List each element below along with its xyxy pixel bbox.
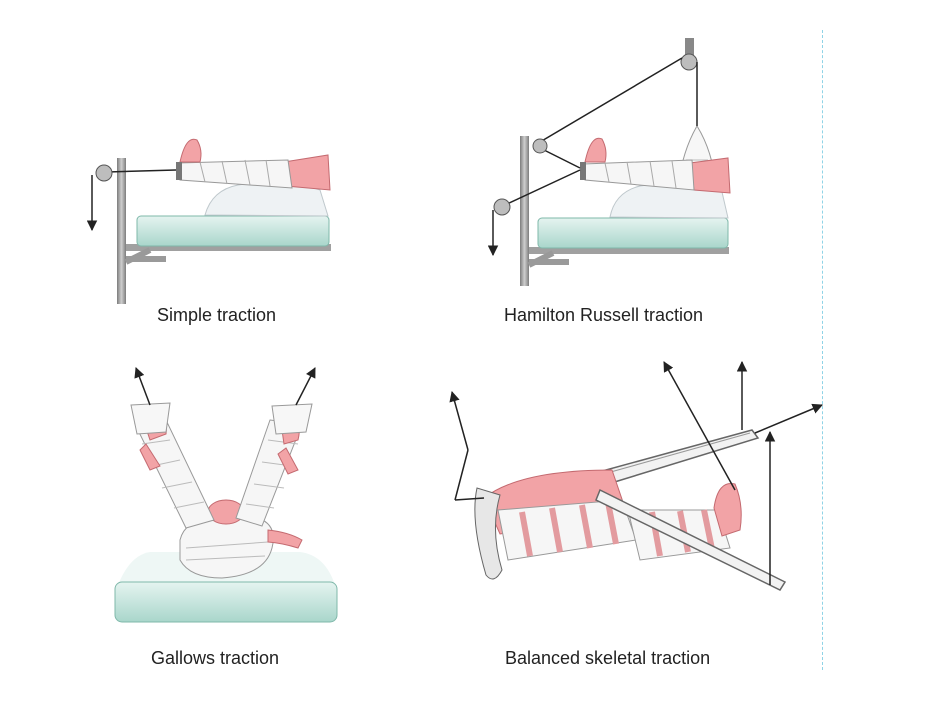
force-arrow-right: [295, 367, 316, 406]
bed-pulley-bottom: [493, 198, 511, 216]
caption-hamilton-russell-traction: Hamilton Russell traction: [504, 305, 704, 325]
right-foot-spreader: [271, 403, 313, 435]
force-arrow-thigh: [449, 390, 469, 451]
foot: [179, 138, 202, 163]
caption-gallows-traction: Gallows traction: [151, 648, 280, 668]
mattress: [537, 217, 729, 249]
leg-skin: [689, 157, 731, 194]
bed-post: [520, 136, 529, 286]
force-arrow-foot: [663, 361, 736, 491]
force-arrow-horizontal: [754, 403, 823, 434]
foot: [584, 137, 607, 163]
arm: [267, 529, 303, 549]
left-foot-spreader: [130, 402, 171, 435]
bed-post: [117, 158, 126, 304]
force-arrow-left: [134, 367, 151, 406]
left-leg-bandage: [134, 419, 215, 529]
overhead-pulley: [680, 53, 698, 71]
panel-balanced-skeletal-traction: [449, 360, 823, 591]
mattress: [114, 581, 338, 623]
leg-bandage: [177, 159, 293, 189]
ceiling-hook: [685, 38, 694, 56]
caption-simple-traction: Simple traction: [157, 305, 277, 325]
leg-bandage: [582, 159, 695, 191]
pearson-attachment: [595, 488, 787, 591]
panel-hamilton-russell-traction: [487, 38, 731, 286]
splint-ring: [474, 487, 503, 580]
panel-gallows-traction: [114, 367, 338, 623]
bed-pulley-top: [532, 138, 548, 154]
bed-rail: [529, 247, 729, 254]
pulley: [95, 164, 113, 182]
panel-simple-traction: [86, 138, 331, 304]
bed-rail: [126, 244, 331, 251]
spreader-block: [176, 162, 182, 180]
mattress: [136, 215, 330, 247]
caption-balanced-skeletal-traction: Balanced skeletal traction: [505, 648, 711, 668]
guide-dashed-line: [822, 30, 823, 670]
foot: [713, 483, 742, 537]
